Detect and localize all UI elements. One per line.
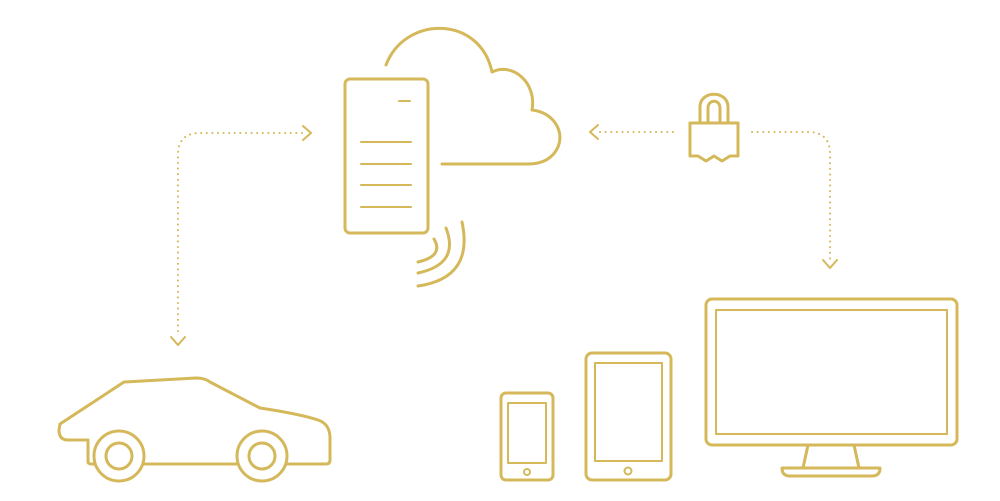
desktop-monitor-icon	[704, 297, 959, 478]
car-server-connection	[170, 125, 312, 346]
tablet-icon	[584, 351, 673, 482]
arrowhead-left-icon	[589, 124, 599, 140]
server-icon	[343, 77, 430, 235]
arrowhead-right-icon	[302, 125, 312, 141]
arrowhead-down-icon	[822, 259, 838, 269]
devices-cloud-connection	[589, 124, 838, 269]
padlock-icon	[688, 92, 740, 163]
wireless-signal-icon	[416, 220, 466, 288]
car-icon	[57, 376, 332, 483]
smartphone-icon	[499, 391, 555, 482]
arrowhead-down-icon	[170, 336, 186, 346]
cloud-icon	[384, 26, 562, 166]
